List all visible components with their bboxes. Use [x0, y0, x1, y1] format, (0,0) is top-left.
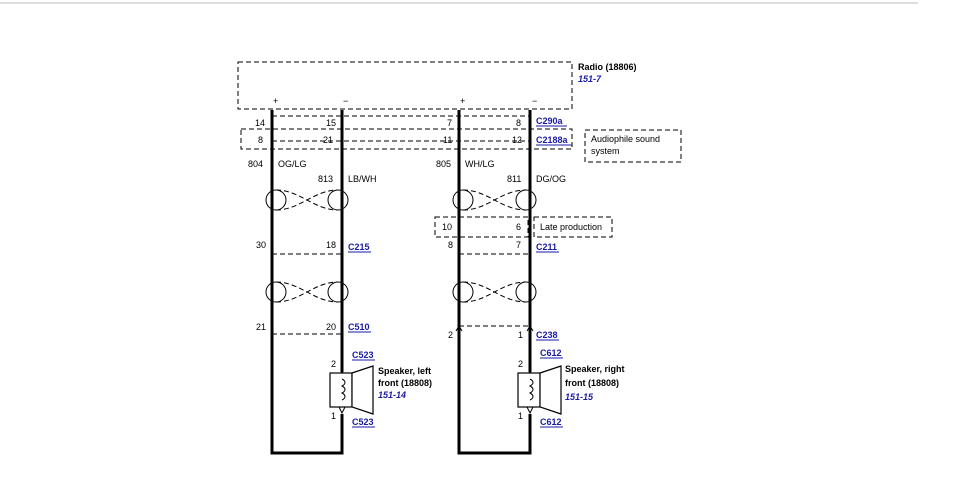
- c612-top-link[interactable]: C612: [540, 348, 562, 358]
- wire-805-color: WH/LG: [465, 159, 495, 169]
- wire-805-circuit: 805: [436, 159, 451, 169]
- c215-pin-30: 30: [256, 240, 266, 250]
- wire-805-right-loop: [457, 110, 532, 455]
- c2188a-pin-11: 11: [443, 135, 452, 145]
- audiophile-note-box: [584, 129, 682, 163]
- c523-top-link[interactable]: C523: [352, 350, 374, 360]
- c2188a-box: [240, 128, 573, 150]
- radio-pin-3-sign: +: [460, 96, 465, 106]
- speaker-left-ref-link[interactable]: 151-14: [378, 390, 406, 400]
- speaker-left-bottom-chevron: [338, 406, 346, 415]
- c2188a-link[interactable]: C2188a: [536, 135, 569, 145]
- c290a-pin-15: 15: [326, 118, 336, 128]
- speaker-right-icon: [517, 365, 562, 415]
- late-pin-10: 10: [442, 222, 452, 232]
- audiophile-note-line-1: Audiophile sound: [591, 134, 660, 144]
- c510-link[interactable]: C510: [348, 322, 370, 332]
- wire-813-circuit: 813: [318, 174, 333, 184]
- c2188a-pin-12: 12: [512, 135, 522, 145]
- c510-pin-20: 20: [326, 322, 336, 332]
- c215-link[interactable]: C215: [348, 242, 370, 252]
- c290a-pin-7: 7: [447, 118, 452, 128]
- radio-title: Radio (18806): [578, 62, 637, 72]
- c2188a-pin-8: 8: [258, 135, 263, 145]
- speaker-left-line-1: Speaker, left: [378, 366, 431, 376]
- c2188a-pin-21: 21: [323, 135, 333, 145]
- c238-pin-1-chevron: [526, 325, 534, 332]
- c612-pin-1: 1: [518, 411, 523, 421]
- late-production-box: [434, 216, 529, 238]
- twisted-pair-right-upper: [452, 189, 537, 211]
- wire-811-color: DG/OG: [536, 174, 566, 184]
- c215-pin-18: 18: [326, 240, 336, 250]
- wire-813-color: LB/WH: [348, 174, 377, 184]
- c238-pin-2: 2: [448, 330, 453, 340]
- radio-ref-link[interactable]: 151-7: [578, 74, 602, 84]
- wire-804-circuit: 804: [248, 159, 263, 169]
- radio-pin-2-sign: −: [343, 96, 348, 106]
- c238-pin-2-chevron: [455, 325, 463, 332]
- c238-link[interactable]: C238: [536, 330, 558, 340]
- speaker-right-ref-link[interactable]: 151-15: [565, 392, 594, 402]
- twisted-pair-right-lower: [452, 281, 537, 303]
- speaker-right-bottom-chevron: [526, 406, 534, 415]
- late-pin-6: 6: [516, 222, 521, 232]
- wire-804-left-loop: [270, 110, 344, 455]
- speaker-left-line-2: front (18808): [378, 378, 432, 388]
- c211-link[interactable]: C211: [536, 242, 557, 252]
- c211-pin-7: 7: [516, 240, 521, 250]
- radio-pin-1-sign: +: [273, 96, 278, 106]
- c211-pin-8: 8: [448, 240, 453, 250]
- c523-bottom-link[interactable]: C523: [352, 417, 374, 427]
- late-production-note: Late production: [540, 222, 602, 232]
- twisted-pair-left-lower: [265, 281, 349, 303]
- wire-804-color: OG/LG: [278, 159, 307, 169]
- c238-pin-1: 1: [518, 330, 523, 340]
- late-production-note-box: [533, 216, 613, 238]
- speaker-right-line-1: Speaker, right: [565, 364, 625, 374]
- audiophile-note-line-2: system: [591, 146, 620, 156]
- c510-pin-21: 21: [256, 322, 266, 332]
- twisted-pair-left-upper: [265, 189, 349, 211]
- c523-pin-2: 2: [331, 359, 336, 369]
- wire-811-circuit: 811: [507, 174, 521, 184]
- c612-bottom-link[interactable]: C612: [540, 417, 562, 427]
- speaker-left-icon: [329, 365, 374, 415]
- c290a-link[interactable]: C290a: [536, 116, 564, 126]
- c290a-pin-14: 14: [255, 118, 265, 128]
- speaker-right-line-2: front (18808): [565, 378, 619, 388]
- c523-pin-1: 1: [331, 411, 336, 421]
- radio-pin-4-sign: −: [532, 96, 537, 106]
- radio-box: [237, 61, 573, 110]
- c290a-pin-8: 8: [516, 118, 521, 128]
- c612-pin-2: 2: [518, 359, 523, 369]
